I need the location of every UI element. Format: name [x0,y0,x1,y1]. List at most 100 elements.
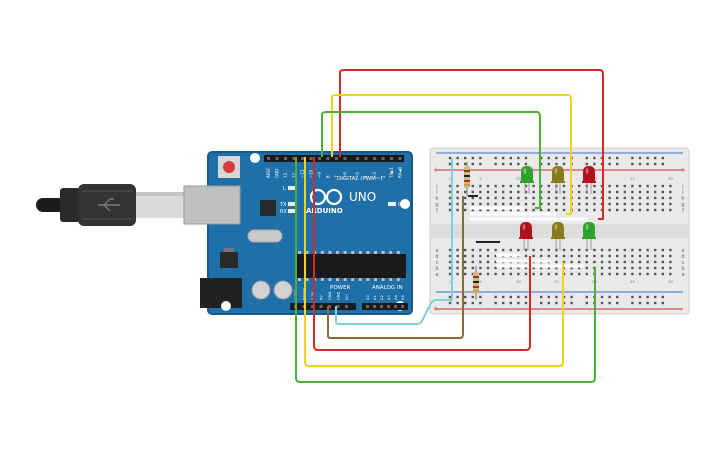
breadboard-hole[interactable] [623,272,626,276]
rail-hole[interactable] [479,301,482,305]
breadboard-hole[interactable] [456,196,459,200]
breadboard-hole[interactable] [646,266,649,270]
breadboard-hole[interactable] [608,248,611,252]
breadboard-hole[interactable] [646,272,649,276]
breadboard-hole[interactable] [532,208,535,212]
rail-hole[interactable] [540,162,543,166]
breadboard-hole[interactable] [509,190,512,194]
led-green-top[interactable] [520,166,534,194]
breadboard-hole[interactable] [555,254,558,258]
breadboard-hole[interactable] [669,254,672,258]
rail-hole[interactable] [509,295,512,299]
rail-hole[interactable] [555,156,558,160]
breadboard-hole[interactable] [448,202,452,206]
rail-hole[interactable] [585,295,588,299]
rail-hole[interactable] [661,301,664,305]
rail-hole[interactable] [517,156,520,160]
usb-cable[interactable] [36,184,184,226]
rail-hole[interactable] [555,301,558,305]
breadboard-hole[interactable] [600,254,604,258]
breadboard-hole[interactable] [608,196,611,200]
breadboard-hole[interactable] [616,208,619,212]
breadboard-hole[interactable] [661,196,664,200]
led-yellow-top[interactable] [551,166,565,194]
breadboard-hole[interactable] [524,208,528,212]
wire-green-top[interactable] [321,111,541,209]
rail-hole[interactable] [555,295,558,299]
breadboard-hole[interactable] [502,208,505,212]
rail-hole[interactable] [608,156,611,160]
breadboard-hole[interactable] [456,184,459,188]
rail-hole[interactable] [616,301,619,305]
breadboard-hole[interactable] [578,190,581,194]
breadboard-hole[interactable] [623,202,626,206]
breadboard-hole[interactable] [578,272,581,276]
breadboard-hole[interactable] [578,260,581,264]
breadboard-hole[interactable] [471,196,474,200]
breadboard-hole[interactable] [638,254,642,258]
breadboard-hole[interactable] [616,266,619,270]
breadboard-hole[interactable] [654,266,657,270]
rail-hole[interactable] [494,295,497,299]
breadboard-hole[interactable] [456,254,459,258]
breadboard-hole[interactable] [600,260,604,264]
rail-hole[interactable] [585,162,588,166]
rail-hole[interactable] [448,162,452,166]
breadboard-hole[interactable] [532,248,535,252]
breadboard-hole[interactable] [623,196,626,200]
header-pin[interactable] [301,157,304,160]
breadboard-hole[interactable] [616,190,619,194]
breadboard-hole[interactable] [509,208,512,212]
breadboard-hole[interactable] [464,196,467,200]
wire-yellow-top[interactable] [331,94,572,215]
breadboard-hole[interactable] [638,196,642,200]
breadboard-hole[interactable] [585,196,588,200]
breadboard-hole[interactable] [471,266,474,270]
analog-pin[interactable] [373,305,376,308]
led-yellow-bottom[interactable] [551,222,565,250]
breadboard-hole[interactable] [646,260,649,264]
breadboard-hole[interactable] [456,202,459,206]
analog-pin[interactable] [401,305,404,308]
rail-hole[interactable] [638,162,642,166]
breadboard-hole[interactable] [524,196,528,200]
breadboard-hole[interactable] [646,196,649,200]
breadboard-hole[interactable] [570,254,573,258]
led-red-bottom[interactable] [519,222,533,250]
breadboard-hole[interactable] [540,202,543,206]
reset-button[interactable] [223,161,235,173]
rail-hole[interactable] [471,162,474,166]
breadboard-hole[interactable] [486,190,490,194]
breadboard-hole[interactable] [654,196,657,200]
breadboard-hole[interactable] [608,190,611,194]
breadboard-hole[interactable] [661,266,664,270]
wire-red-top[interactable] [339,69,604,220]
breadboard-hole[interactable] [669,202,672,206]
breadboard-hole[interactable] [471,260,474,264]
breadboard-hole[interactable] [464,272,467,276]
rail-hole[interactable] [471,295,474,299]
breadboard-hole[interactable] [631,266,634,270]
breadboard-hole[interactable] [509,248,512,252]
breadboard-hole[interactable] [494,260,497,264]
rail-hole[interactable] [540,301,543,305]
rail-hole[interactable] [562,156,566,160]
resistor-top[interactable] [464,162,470,196]
breadboard-hole[interactable] [540,196,543,200]
breadboard-hole[interactable] [486,254,490,258]
breadboard-hole[interactable] [517,190,520,194]
rail-hole[interactable] [494,162,497,166]
breadboard-hole[interactable] [547,208,550,212]
breadboard-hole[interactable] [669,196,672,200]
breadboard-hole[interactable] [631,196,634,200]
rail-hole[interactable] [509,162,512,166]
breadboard-hole[interactable] [669,190,672,194]
rail-hole[interactable] [631,156,634,160]
breadboard-hole[interactable] [502,190,505,194]
power-pin[interactable] [336,305,340,308]
rail-hole[interactable] [524,156,528,160]
rail-hole[interactable] [547,301,550,305]
analog-pin[interactable] [387,305,390,308]
rail-hole[interactable] [600,295,604,299]
